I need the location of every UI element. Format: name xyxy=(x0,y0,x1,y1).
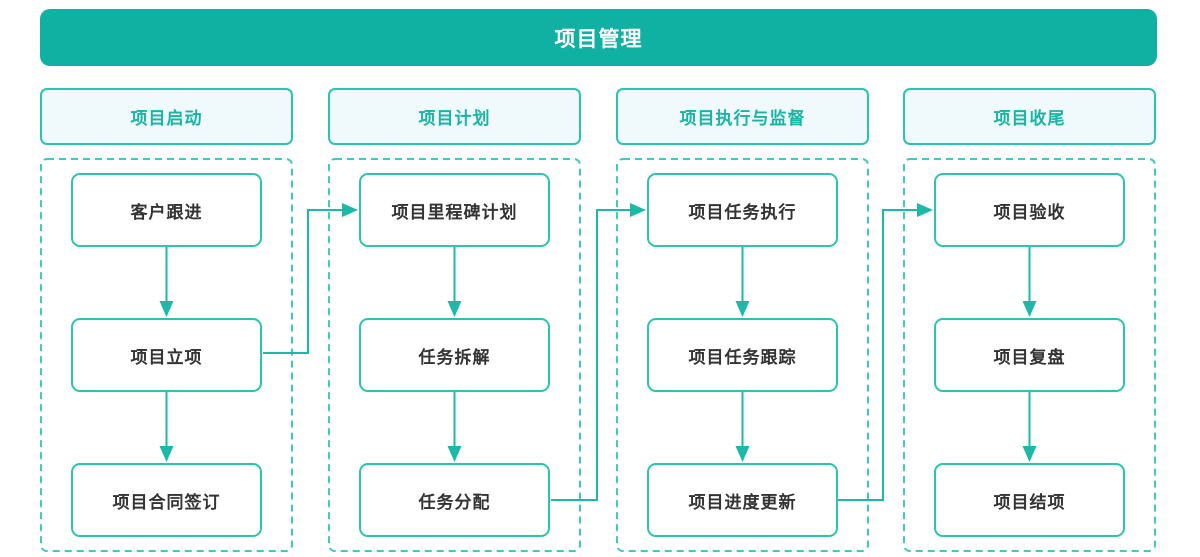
stage-column-closure: 项目收尾 项目验收 项目复盘 项目结项 xyxy=(903,0,1156,557)
stage-column-initiation: 项目启动 客户跟进 项目立项 项目合同签订 xyxy=(40,0,293,557)
flow-node: 项目合同签订 xyxy=(71,463,262,537)
flow-node: 项目里程碑计划 xyxy=(359,173,550,247)
stage-column-execution: 项目执行与监督 项目任务执行 项目任务跟踪 项目进度更新 xyxy=(616,0,869,557)
stage-header-initiation: 项目启动 xyxy=(40,88,293,145)
stage-title: 项目收尾 xyxy=(993,109,1066,128)
stage-title: 项目执行与监督 xyxy=(679,109,806,128)
diagram-title-bar: 项目管理 xyxy=(40,9,1157,66)
diagram-title: 项目管理 xyxy=(554,27,643,51)
flow-arrows xyxy=(159,203,1037,501)
stage-header-planning: 项目计划 xyxy=(328,88,581,145)
stage-column-planning: 项目计划 项目里程碑计划 任务拆解 任务分配 xyxy=(328,0,581,557)
flow-node: 项目立项 xyxy=(71,318,262,392)
stage-title: 项目启动 xyxy=(130,109,203,128)
stage-title: 项目计划 xyxy=(418,109,491,128)
stage-header-closure: 项目收尾 xyxy=(903,88,1156,145)
flow-node: 项目进度更新 xyxy=(647,463,838,537)
flow-node: 项目结项 xyxy=(934,463,1125,537)
flow-node: 任务分配 xyxy=(359,463,550,537)
flow-node: 项目任务跟踪 xyxy=(647,318,838,392)
flow-node: 项目验收 xyxy=(934,173,1125,247)
stage-header-execution: 项目执行与监督 xyxy=(616,88,869,145)
flow-node: 项目复盘 xyxy=(934,318,1125,392)
flow-node: 客户跟进 xyxy=(71,173,262,247)
flow-node: 项目任务执行 xyxy=(647,173,838,247)
flow-node: 任务拆解 xyxy=(359,318,550,392)
